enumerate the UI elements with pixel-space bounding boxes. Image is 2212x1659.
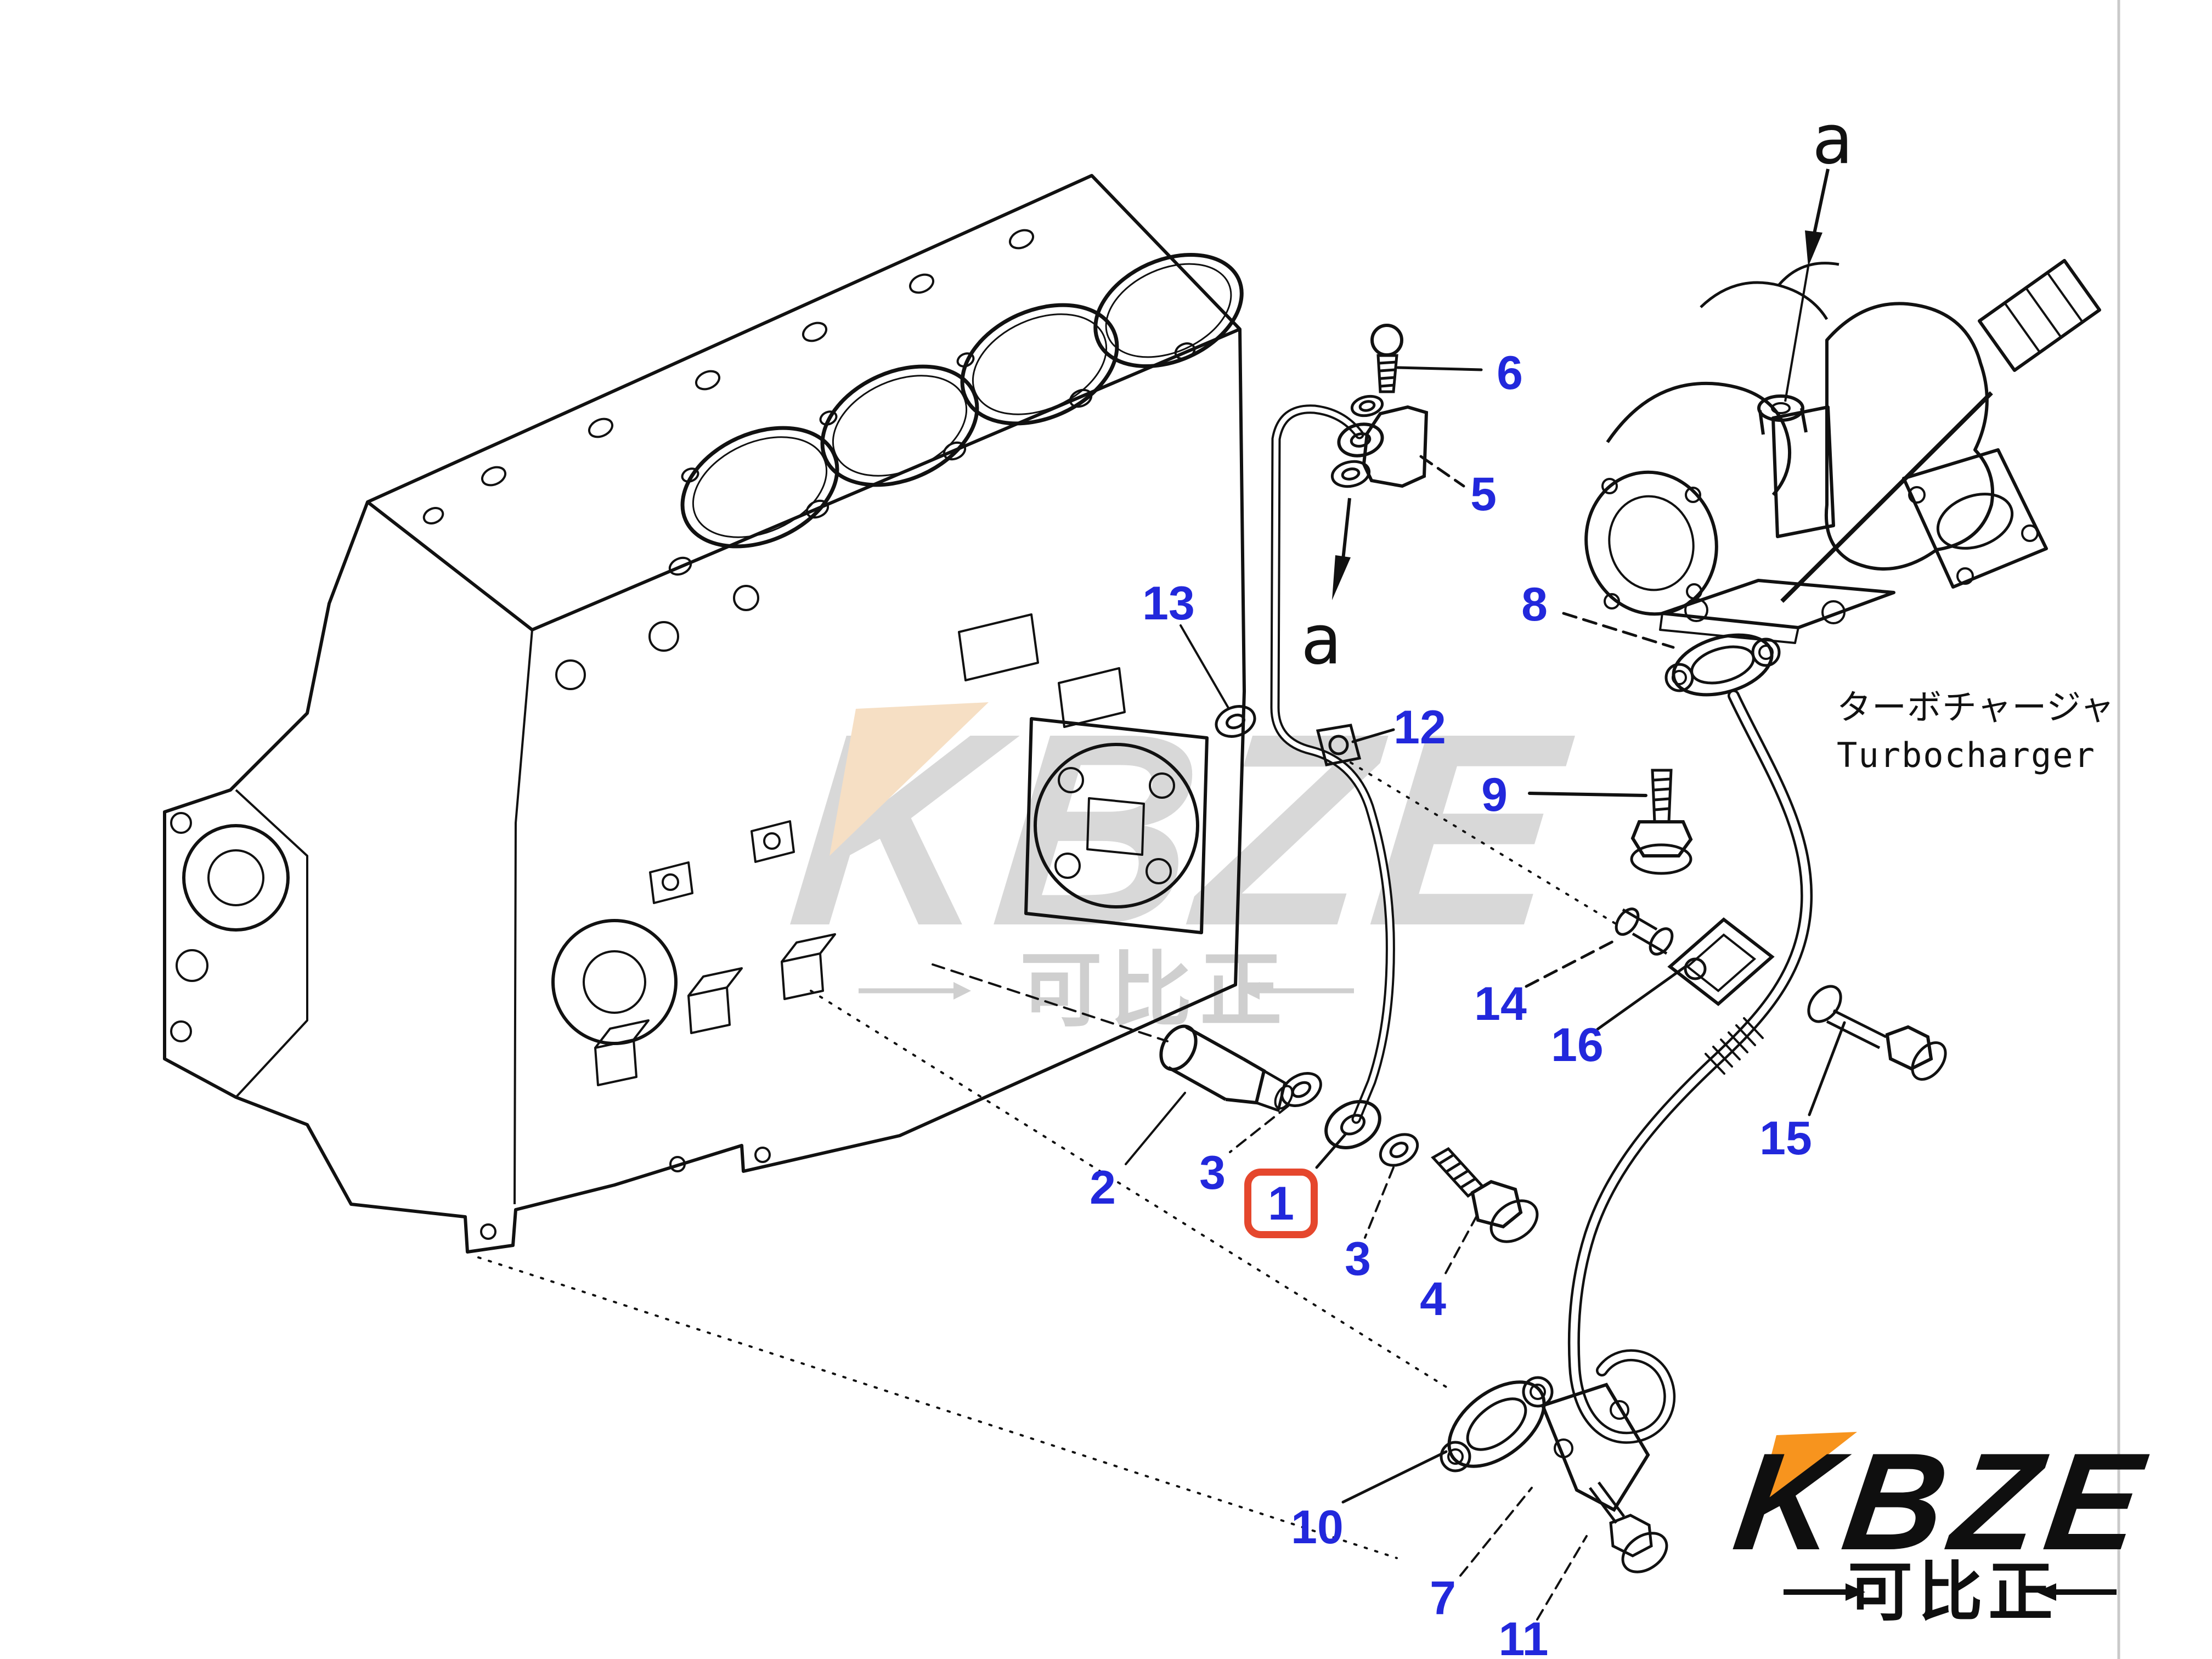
bolt-9	[1630, 769, 1693, 875]
turbo-caption-english: Turbocharger	[1837, 735, 2096, 775]
clamp-16	[1667, 917, 1775, 1006]
part-label-14: 14	[1474, 978, 1527, 1030]
part-label-3b: 3	[1345, 1233, 1371, 1285]
leader-lines	[477, 366, 1846, 1621]
watermark-decoration	[830, 702, 1354, 1000]
ref-label-a-top: a	[1812, 100, 1853, 179]
gasket-8	[1664, 633, 1781, 697]
part-label-4: 4	[1420, 1273, 1446, 1325]
engine-block	[163, 174, 1246, 1254]
gasket-10	[1440, 1376, 1554, 1472]
part-label-1: 1	[1268, 1177, 1294, 1230]
washers-and-bolt4	[1280, 1072, 1539, 1243]
part-label-16: 16	[1551, 1019, 1604, 1071]
brand-logo-kbze: KBZE	[1726, 1425, 2159, 1579]
ref-arrow-a-mid	[1332, 498, 1351, 600]
part-label-7: 7	[1430, 1572, 1456, 1624]
bracket-and-bolt	[1330, 324, 1429, 488]
watermark-kanji: 可比正	[1019, 943, 1290, 1039]
turbocharger	[1584, 259, 2101, 644]
oil-feed-pipe	[1270, 404, 1395, 1124]
part-label-3a: 3	[1199, 1147, 1226, 1199]
fitting-2	[1159, 1024, 1294, 1113]
brand-logo-kanji: 可比正	[1847, 1554, 2059, 1630]
ref-label-a-mid: a	[1300, 601, 1342, 680]
highlight-box-part-1: 1	[1244, 1169, 1318, 1238]
turbo-caption-japanese: ターボチャージャ	[1837, 687, 2115, 727]
part-label-13: 13	[1142, 577, 1195, 630]
washer-13	[1215, 705, 1256, 738]
part-label-8: 8	[1521, 578, 1548, 631]
pump-mount-flange	[1024, 717, 1209, 934]
part-label-11: 11	[1498, 1613, 1549, 1659]
drain-pipe	[1567, 690, 1813, 1444]
part-label-2: 2	[1090, 1161, 1116, 1214]
ref-arrow-a-top	[1784, 168, 1830, 402]
part-label-5: 5	[1470, 468, 1497, 521]
part-label-10: 10	[1291, 1501, 1344, 1554]
part-label-9: 9	[1481, 769, 1508, 821]
elbow-flange-7	[1541, 1383, 1668, 1573]
part-label-15: 15	[1759, 1112, 1812, 1165]
part-label-12: 12	[1393, 701, 1446, 754]
logo-decoration	[1757, 1432, 2117, 1601]
sleeve-14	[1615, 907, 1674, 956]
bolt-15	[1807, 985, 1947, 1081]
part-label-6: 6	[1497, 347, 1523, 399]
